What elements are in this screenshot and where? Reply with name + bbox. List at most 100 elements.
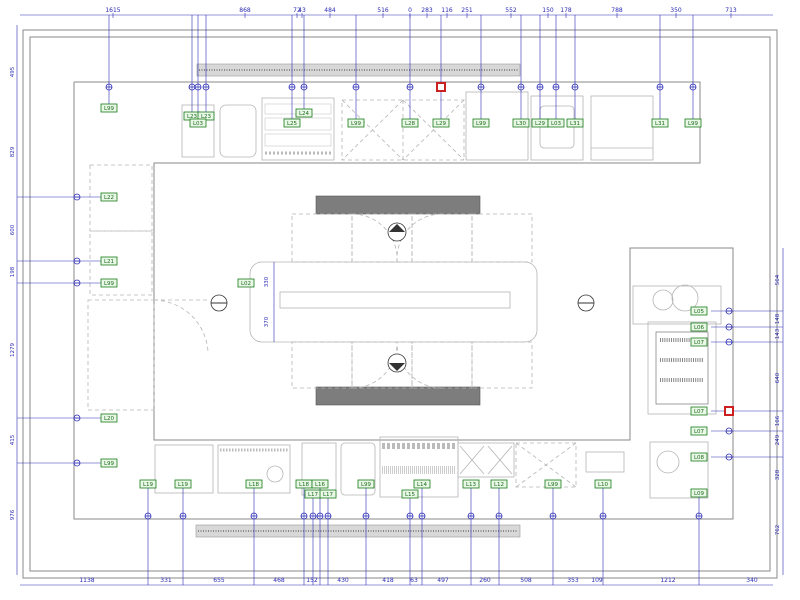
connection-label-text: L08: [694, 455, 705, 461]
connection-label[interactable]: L21: [100, 256, 118, 266]
connection-label-text: L29: [436, 121, 447, 127]
dimension-right-3: 640: [775, 372, 781, 383]
connection-label[interactable]: L15: [401, 489, 419, 499]
connection-label[interactable]: L99: [472, 118, 490, 128]
connection-point-icon: [288, 83, 296, 91]
connection-label[interactable]: L19: [139, 479, 157, 489]
connection-point-icon: [599, 512, 607, 520]
connection-label[interactable]: L03: [547, 118, 565, 128]
connection-label[interactable]: L18: [245, 479, 263, 489]
connection-label[interactable]: L99: [100, 103, 118, 113]
swing-d: [396, 341, 443, 389]
connection-label[interactable]: L16: [311, 479, 329, 489]
connection-label[interactable]: L18: [295, 479, 313, 489]
dimension-bottom-5: 430: [337, 577, 349, 584]
connection-label-text: L23: [201, 114, 212, 120]
connection-label-text: L20: [104, 416, 115, 422]
connection-label-text: L12: [494, 482, 504, 488]
connection-point-icon: [725, 453, 733, 461]
connection-label[interactable]: L31: [651, 118, 669, 128]
connection-label[interactable]: L14: [413, 479, 431, 489]
connection-label-text: L99: [104, 106, 115, 112]
connection-label[interactable]: L25: [283, 118, 301, 128]
connection-label-box: [295, 108, 313, 118]
left-table-3: [87, 299, 155, 411]
connection-label[interactable]: L03: [189, 118, 207, 128]
connection-label[interactable]: L31: [566, 118, 584, 128]
connection-label[interactable]: L07: [690, 406, 708, 416]
connection-label-text: L99: [361, 482, 372, 488]
dimension-bottom-4: 152: [306, 577, 318, 584]
connection-label[interactable]: L22: [100, 192, 118, 202]
dimension-inner-0: 330: [264, 276, 270, 287]
connection-label[interactable]: L10: [594, 479, 612, 489]
connection-label[interactable]: L02: [237, 278, 255, 288]
connection-label-box: [174, 479, 192, 489]
dimension-bottom-14: 340: [746, 577, 758, 584]
dimension-bottom-7: 63: [410, 577, 418, 584]
connection-label-box: [237, 278, 255, 288]
connection-label-box: [566, 118, 584, 128]
connection-label-box: [690, 322, 708, 332]
connection-label-box: [690, 426, 708, 436]
connection-label[interactable]: L19: [174, 479, 192, 489]
connection-label-box: [401, 118, 419, 128]
connection-point-icon: [324, 512, 332, 520]
connection-point-icon: [300, 512, 308, 520]
connection-point-icon: [418, 512, 426, 520]
connection-point-icon: [695, 512, 703, 520]
dimension-left-5: 415: [10, 434, 16, 445]
connection-label[interactable]: L20: [100, 413, 118, 423]
connection-label-box: [347, 118, 365, 128]
highlights: [436, 82, 734, 416]
connection-point-icon: [73, 279, 81, 287]
connection-label[interactable]: L07: [690, 426, 708, 436]
connection-label[interactable]: L28: [401, 118, 419, 128]
top-equipment: [181, 91, 654, 161]
connection-label-box: [100, 278, 118, 288]
connection-label-text: L15: [405, 492, 416, 498]
connection-label[interactable]: L30: [512, 118, 530, 128]
connection-label-box: [100, 256, 118, 266]
outer-wall-inner: [29, 36, 771, 572]
connection-label[interactable]: L17: [319, 489, 337, 499]
connection-point-icon: [144, 512, 152, 520]
connection-label[interactable]: L99: [100, 278, 118, 288]
connection-label-text: L99: [476, 121, 487, 127]
connection-label-text: L07: [694, 409, 705, 415]
connection-label[interactable]: L08: [690, 452, 708, 462]
connection-point-icon: [725, 323, 733, 331]
connection-label[interactable]: L13: [462, 479, 480, 489]
connection-label-box: [547, 118, 565, 128]
connection-label[interactable]: L24: [295, 108, 313, 118]
dimension-right-2: 143: [775, 328, 781, 339]
connection-label[interactable]: L12: [490, 479, 508, 489]
connection-label[interactable]: L07: [690, 337, 708, 347]
connection-label[interactable]: L29: [432, 118, 450, 128]
oven-top: [590, 95, 654, 161]
connection-label[interactable]: L06: [690, 322, 708, 332]
connection-label-text: L99: [351, 121, 362, 127]
connection-label[interactable]: L05: [690, 306, 708, 316]
connection-label[interactable]: L99: [357, 479, 375, 489]
connection-label[interactable]: L99: [100, 458, 118, 468]
connection-point-icon: [571, 83, 579, 91]
left-equipment: [87, 164, 209, 411]
island-seat-1: [291, 213, 353, 263]
connection-label[interactable]: L29: [531, 118, 549, 128]
swing-c: [351, 341, 398, 389]
connection-label[interactable]: L17: [304, 489, 322, 499]
connection-label[interactable]: L99: [347, 118, 365, 128]
connection-label[interactable]: L09: [690, 488, 708, 498]
dimension-bottom-9: 260: [479, 577, 491, 584]
connection-label[interactable]: L99: [544, 479, 562, 489]
connection-label[interactable]: L99: [684, 118, 702, 128]
connection-point-icon: [300, 83, 308, 91]
top-hood: [196, 63, 521, 77]
connection-label-text: L99: [104, 461, 115, 467]
dimension-right-7: 762: [775, 525, 781, 536]
